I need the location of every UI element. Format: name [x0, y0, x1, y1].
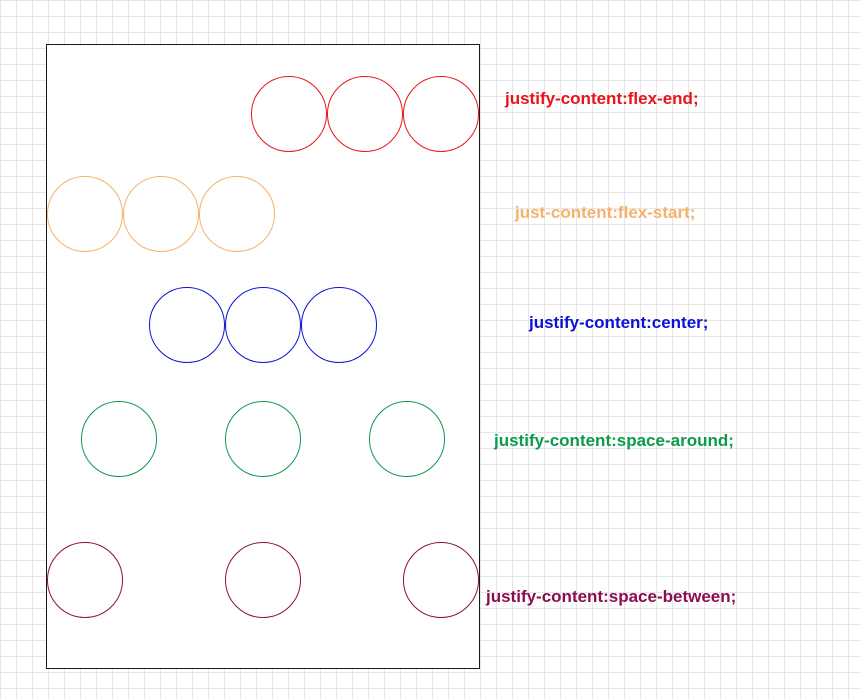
label-space-around: justify-content:space-around; [494, 431, 734, 450]
circle-flex-start-2 [123, 176, 199, 252]
circle-flex-start-1 [47, 176, 123, 252]
row-flex-end [47, 75, 479, 153]
label-center: justify-content:center; [529, 313, 709, 332]
row-center [47, 286, 479, 364]
circle-flex-end-2 [327, 76, 403, 152]
circle-center-1 [149, 287, 225, 363]
row-flex-start [47, 175, 479, 253]
circle-space-between-2 [225, 542, 301, 618]
row-space-between [47, 541, 479, 619]
circle-space-around-3 [369, 401, 445, 477]
flex-container-box [46, 44, 480, 669]
label-flex-end: justify-content:flex-end; [505, 89, 699, 108]
circle-space-between-1 [47, 542, 123, 618]
circle-space-around-2 [225, 401, 301, 477]
circle-flex-end-1 [251, 76, 327, 152]
circle-space-around-1 [81, 401, 157, 477]
label-flex-start: just-content:flex-start; [515, 203, 696, 222]
circle-space-between-3 [403, 542, 479, 618]
circle-flex-start-3 [199, 176, 275, 252]
circle-center-3 [301, 287, 377, 363]
circle-flex-end-3 [403, 76, 479, 152]
label-space-between: justify-content:space-between; [486, 587, 737, 606]
circle-center-2 [225, 287, 301, 363]
row-space-around [47, 400, 479, 478]
